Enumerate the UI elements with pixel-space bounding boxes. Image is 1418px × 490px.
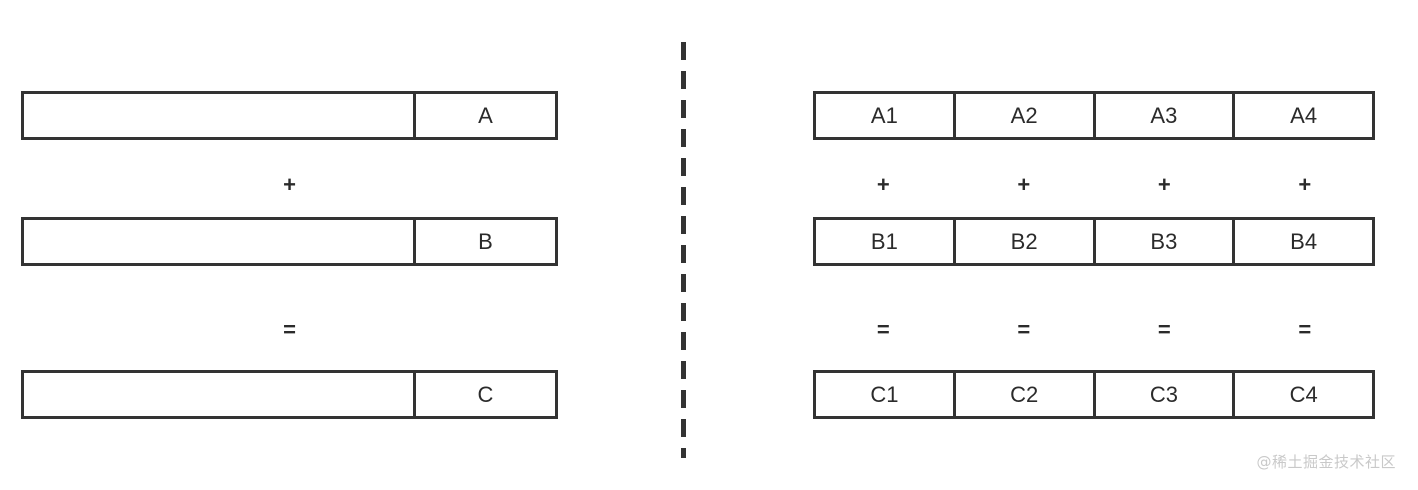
left-row-b: B (21, 217, 558, 266)
right-operator-equals-4: = (1298, 317, 1312, 342)
right-operator-plus-4: + (1298, 172, 1312, 197)
right-grid-b: B1 B2 B3 B4 (813, 217, 1375, 266)
right-cell-b3: B3 (1095, 217, 1236, 266)
right-cell-c1: C1 (813, 370, 956, 419)
right-cell-a1: A1 (813, 91, 956, 140)
right-cell-b4: B4 (1235, 217, 1375, 266)
watermark-text: @稀土掘金技术社区 (1256, 453, 1396, 471)
right-operator-row-plus: + + + + (813, 174, 1375, 196)
right-operator-plus-2: + (1017, 172, 1031, 197)
right-cell-b2: B2 (955, 217, 1096, 266)
panel-divider-dashed (681, 42, 686, 458)
left-cell-b-label: B (416, 217, 558, 266)
right-cell-c2: C2 (955, 370, 1096, 419)
left-bar-a-body (21, 91, 416, 140)
right-operator-plus-1: + (876, 172, 890, 197)
left-cell-c-label: C (416, 370, 558, 419)
left-row-a: A (21, 91, 558, 140)
right-cell-a2: A2 (955, 91, 1096, 140)
right-cell-b1: B1 (813, 217, 956, 266)
right-cell-a4: A4 (1235, 91, 1375, 140)
right-grid-c: C1 C2 C3 C4 (813, 370, 1375, 419)
right-operator-plus-3: + (1157, 172, 1171, 197)
right-operator-equals-1: = (876, 317, 890, 342)
right-cell-a3: A3 (1095, 91, 1236, 140)
left-operator-plus: + (283, 172, 296, 197)
left-cell-a-label: A (416, 91, 558, 140)
right-operator-equals-3: = (1157, 317, 1171, 342)
right-operator-row-equals: = = = = (813, 319, 1375, 341)
right-operator-equals-2: = (1017, 317, 1031, 342)
right-cell-c4: C4 (1235, 370, 1375, 419)
left-row-c: C (21, 370, 558, 419)
left-bar-c-body (21, 370, 416, 419)
left-operator-equals: = (283, 317, 296, 342)
right-grid-a: A1 A2 A3 A4 (813, 91, 1375, 140)
left-bar-b-body (21, 217, 416, 266)
right-cell-c3: C3 (1095, 370, 1236, 419)
